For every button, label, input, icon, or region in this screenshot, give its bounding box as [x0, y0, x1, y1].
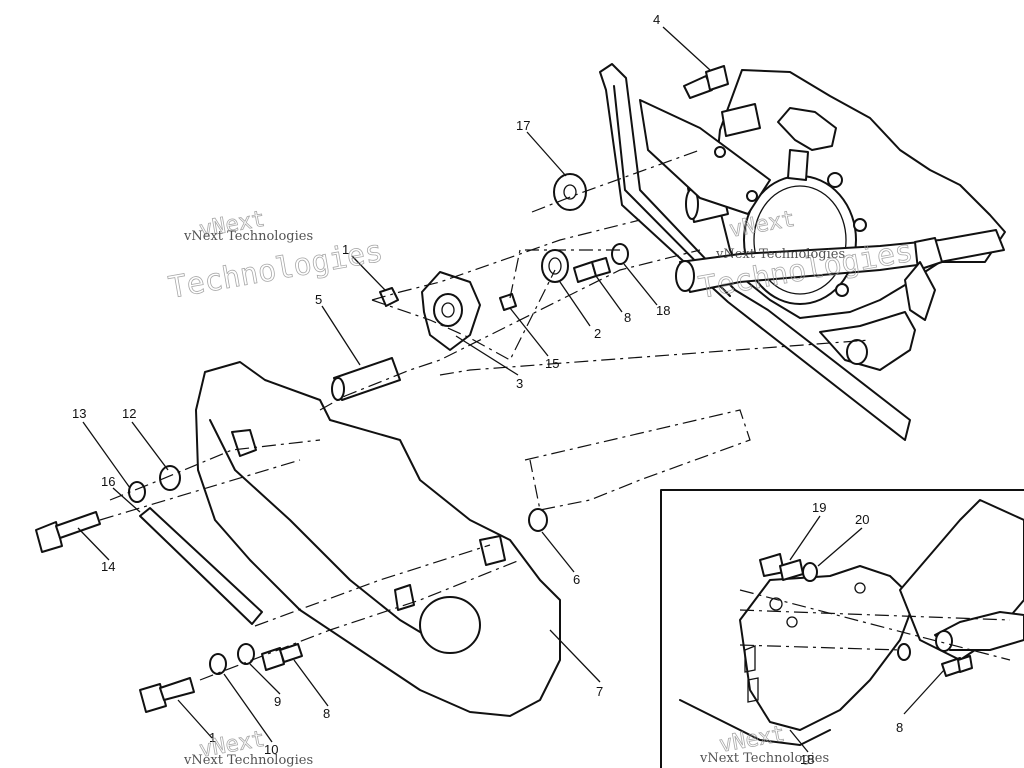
callout-3: 3 — [516, 376, 523, 391]
callout-13: 13 — [72, 406, 86, 421]
inset-detail — [660, 489, 1024, 768]
callout-16: 16 — [101, 474, 115, 489]
watermark-line: vNext Technologies — [699, 751, 829, 766]
callout-15: 15 — [545, 356, 559, 371]
leader-lines — [77, 26, 711, 743]
callout-20: 20 — [855, 512, 869, 527]
callout-2: 2 — [594, 326, 601, 341]
chain-case-cover — [195, 361, 561, 717]
callout-10: 10 — [264, 742, 278, 757]
callout-labels: 4 17 1 5 2 8 18 3 15 13 12 16 14 6 7 9 8… — [72, 12, 903, 767]
watermark-line: vNext Technologies — [183, 229, 313, 244]
assembly-lines — [99, 149, 871, 681]
callout-19: 19 — [812, 500, 826, 515]
callout-18: 18 — [800, 752, 814, 767]
callout-8: 8 — [624, 310, 631, 325]
callout-7: 7 — [596, 684, 603, 699]
callout-14: 14 — [101, 559, 115, 574]
callout-8: 8 — [896, 720, 903, 735]
watermark-word: Technologies — [166, 234, 386, 306]
callout-6: 6 — [573, 572, 580, 587]
callout-1: 1 — [342, 242, 349, 257]
callout-4: 4 — [653, 12, 660, 27]
callout-5: 5 — [315, 292, 322, 307]
watermark-line: vNext Technologies — [183, 753, 313, 768]
callout-12: 12 — [122, 406, 136, 421]
callout-9: 9 — [274, 694, 281, 709]
callout-8: 8 — [323, 706, 330, 721]
callout-17: 17 — [516, 118, 530, 133]
parts — [35, 65, 729, 713]
callout-18: 18 — [656, 303, 670, 318]
callout-1: 1 — [209, 730, 216, 745]
engine-gearcase-assembly — [599, 63, 1006, 441]
watermark-line: vNext Technologies — [715, 247, 845, 262]
